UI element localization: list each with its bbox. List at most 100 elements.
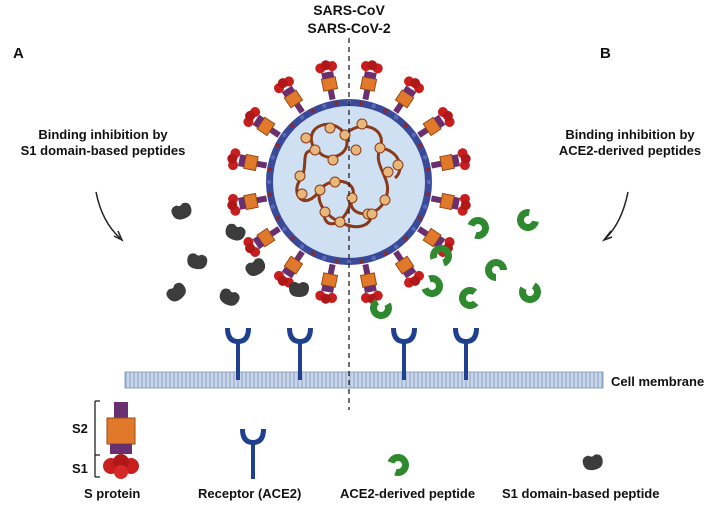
legend-s1-peptide-label: S1 domain-based peptide [502,486,660,501]
envelope-protein [359,258,364,264]
ace2-peptide [454,282,486,314]
ace2-peptide [514,276,546,308]
left-caption: Binding inhibition by S1 domain-based pe… [15,127,191,159]
rna-bead [327,154,339,166]
s1-peptide [185,252,209,271]
ace2-peptide [515,207,541,233]
spike-protein [354,57,385,103]
legend-s1-peptide-icon [581,453,605,472]
envelope-protein [266,179,272,185]
ace2-peptide [463,213,493,243]
s1-peptide [169,201,194,222]
envelope-protein [403,123,408,128]
spike-protein [428,146,474,177]
envelope-protein [334,100,339,106]
envelope-protein [422,155,428,160]
ace2-peptide [485,259,507,281]
rna-bead [356,118,368,130]
envelope-protein [403,236,408,241]
s1-peptide [289,282,309,297]
rna-bead [319,206,331,218]
cell-membrane [124,371,604,389]
panel-label-a: A [13,45,24,62]
legend-ace2-peptide-label: ACE2-derived peptide [340,486,476,501]
rna-bead [350,144,362,156]
spike-protein [313,57,344,103]
rna-bead [334,216,346,228]
rna-bead [374,142,386,154]
panel-label-b: B [600,45,611,62]
envelope-protein [267,192,273,197]
rna-bead [300,132,312,144]
virus-title: SARS-CoV SARS-CoV-2 [289,1,409,37]
left-caption-line-1: Binding inhibition by [38,127,168,142]
rna-bead [382,166,394,178]
envelope-protein [322,255,327,261]
envelope-protein [425,192,431,197]
right-caption: Binding inhibition by ACE2-derived pepti… [545,127,715,159]
left-caption-line-2: S1 domain-based peptides [20,143,186,158]
envelope-protein [282,226,287,232]
envelope-protein [282,132,287,138]
envelope-protein [270,204,276,209]
envelope-protein [267,167,273,172]
spike-protein [224,146,270,177]
rna-bead [379,194,391,206]
envelope-protein [383,251,388,256]
s1-peptide [243,256,269,280]
spike-protein [224,187,270,218]
envelope-protein [422,204,428,209]
envelope-protein [275,216,280,221]
s2-label: S2 [72,421,88,436]
rna-bead [314,184,326,196]
envelope-protein [290,123,295,128]
rna-bead [296,188,308,200]
envelope-protein [310,251,315,256]
envelope-protein [270,155,276,160]
spike-protein [428,187,474,218]
envelope-protein [299,115,305,120]
envelope-protein [275,143,280,148]
cell-membrane-label: Cell membrane [611,374,705,389]
envelope-protein [418,216,423,221]
legend-ace2-peptide-icon [383,450,413,480]
legend-s-protein-icon [94,400,139,479]
rna-bead [324,122,336,134]
envelope-protein [290,236,295,241]
envelope-protein [299,244,305,249]
envelope-protein [359,100,364,106]
envelope-protein [371,103,376,109]
envelope-protein [383,108,388,113]
title-line-1: SARS-CoV [313,2,385,18]
right-caption-line-2: ACE2-derived peptides [558,143,702,158]
envelope-protein [371,255,376,261]
title-line-2: SARS-CoV-2 [307,20,391,36]
envelope-protein [334,258,339,264]
spike-protein [313,261,344,307]
envelope-protein [346,259,352,265]
rna-bead [294,170,306,182]
envelope-proteins [266,99,432,265]
envelope-protein [393,115,399,120]
left-curved-arrow [95,191,124,242]
envelope-protein [418,143,423,148]
envelope-protein [393,244,399,249]
legend-receptor-label: Receptor (ACE2) [198,486,302,501]
legend-receptor-icon [240,429,266,479]
envelope-protein [411,226,416,232]
rna-bead [392,159,404,171]
s1-peptide [223,222,248,243]
rna-bead [309,144,321,156]
rna-bead [366,208,378,220]
envelope-protein [425,167,431,172]
envelope-protein [426,179,432,185]
envelope-protein [310,108,315,113]
spike-protein [354,261,385,307]
s1-peptide [216,286,242,309]
rna-bead [339,129,351,141]
envelope-protein [322,103,327,109]
s1-peptide [164,280,190,305]
legend-s-protein-label: S protein [84,486,141,501]
right-caption-line-1: Binding inhibition by [565,127,695,142]
